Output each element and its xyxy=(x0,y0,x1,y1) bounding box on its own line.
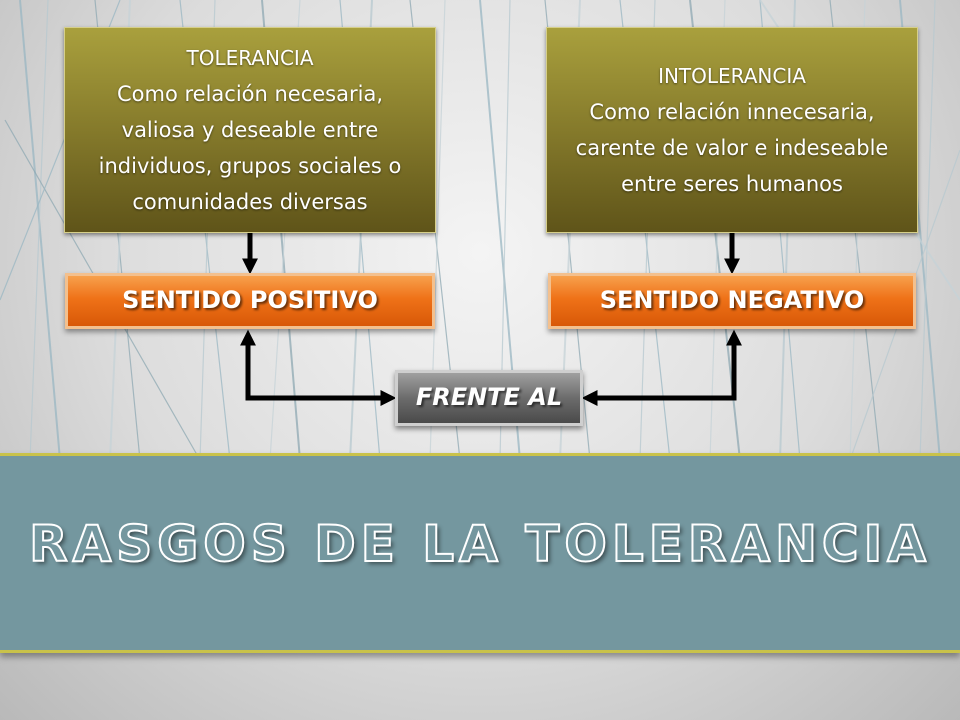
page-title: RASGOS DE LA TOLERANCIA xyxy=(28,514,931,574)
sentido-negativo-box: SENTIDO NEGATIVO xyxy=(548,273,916,329)
tolerancia-box: TOLERANCIA Como relación necesaria, vali… xyxy=(64,27,436,233)
sentido-positivo-box: SENTIDO POSITIVO xyxy=(65,273,435,329)
tolerancia-title: TOLERANCIA xyxy=(186,46,314,70)
intolerancia-title: INTOLERANCIA xyxy=(658,64,806,88)
background-line xyxy=(19,0,61,461)
tolerancia-description: Como relación necesaria, valiosa y desea… xyxy=(98,82,402,214)
intolerancia-description: Como relación innecesaria, carente de va… xyxy=(575,100,889,196)
arrow-right-connector xyxy=(581,329,743,407)
background-line xyxy=(919,0,936,461)
frente-al-box: FRENTE AL xyxy=(395,370,583,426)
intolerancia-box: INTOLERANCIA Como relación innecesaria, … xyxy=(546,27,918,233)
background-line xyxy=(29,0,49,461)
arrow-left-connector xyxy=(239,329,397,407)
title-banner xyxy=(0,453,960,653)
